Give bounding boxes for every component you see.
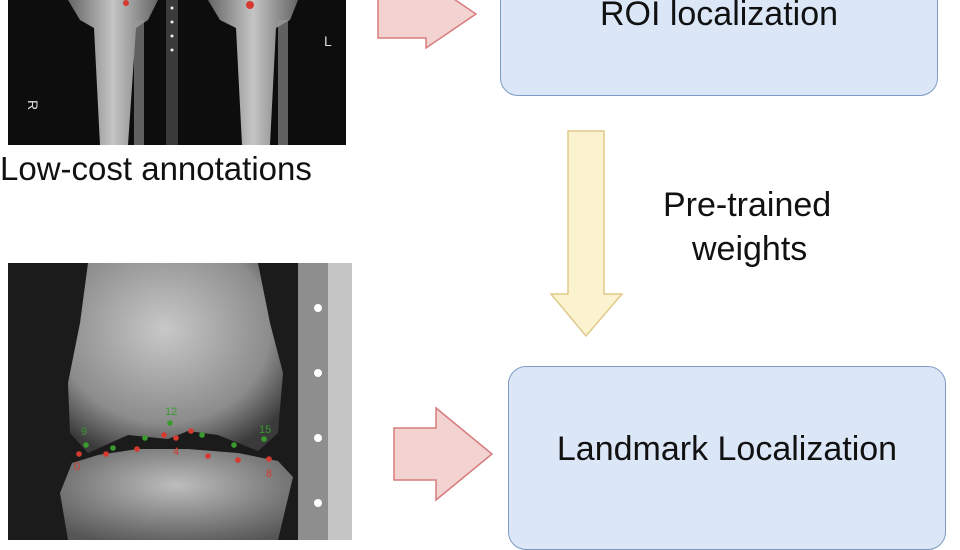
landmark-label-15: 15 <box>259 424 271 436</box>
landmark-label-4: 4 <box>173 446 179 458</box>
landmark-localization-label: Landmark Localization <box>556 429 898 468</box>
landmark-label-0: 0 <box>74 461 80 473</box>
pretrained-weights-label-line2: weights <box>692 230 808 268</box>
roi-localization-box: ROI localization <box>500 0 938 96</box>
knee-xray-landmark-image: 0 4 8 9 12 15 <box>8 263 352 540</box>
landmark-label-12: 12 <box>165 406 177 418</box>
landmark-points <box>76 420 272 463</box>
pretrained-weights-label-line1: Pre-trained <box>663 186 832 224</box>
down-arrow-icon <box>549 130 624 338</box>
knee-xray-overview-image: R L <box>8 0 346 145</box>
landmark-localization-box: Landmark Localization <box>508 366 946 550</box>
landmark-label-9: 9 <box>81 426 87 438</box>
right-arrow-icon <box>377 0 478 50</box>
landmark-label-8: 8 <box>266 468 272 480</box>
low-cost-annotations-caption: Low-cost annotations <box>0 150 312 187</box>
xray-marker-right: R <box>25 100 41 110</box>
roi-localization-label: ROI localization <box>599 0 839 33</box>
right-arrow-icon <box>393 406 494 502</box>
xray-marker-left: L <box>324 33 332 49</box>
